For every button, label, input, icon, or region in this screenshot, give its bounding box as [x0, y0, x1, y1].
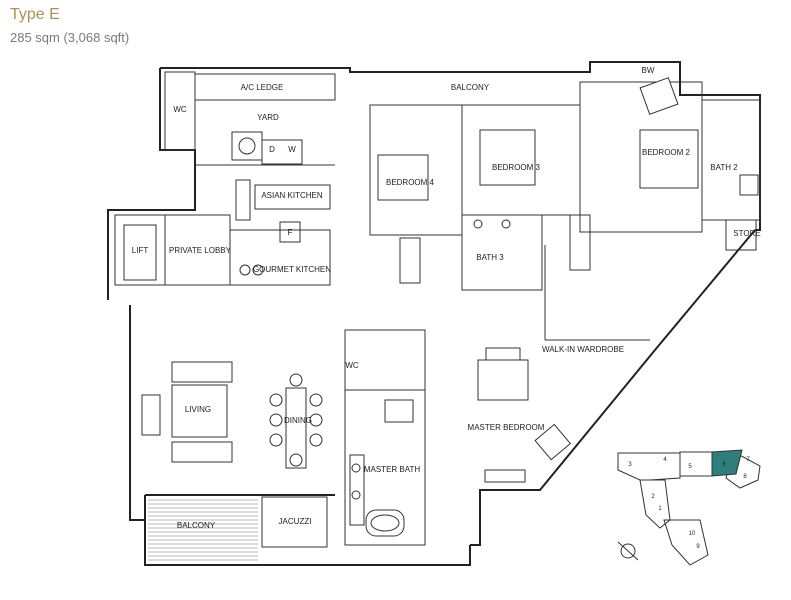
lift-label: LIFT	[132, 246, 149, 255]
service-area	[114, 71, 336, 286]
key-unit-7: 7	[746, 457, 750, 463]
key-unit-10: 10	[689, 531, 696, 537]
bedroom-block	[369, 77, 761, 291]
bedroom-2-label: BEDROOM 2	[642, 148, 691, 157]
yard-label: YARD	[257, 113, 279, 122]
master-bath-label: MASTER BATH	[364, 465, 421, 474]
unit-area: 285 sqm (3,068 sqft)	[10, 30, 130, 45]
balcony-bottom-label: BALCONY	[177, 521, 216, 530]
key-unit-4: 4	[663, 457, 667, 463]
bath-2-label: BATH 2	[710, 163, 738, 172]
master-suite	[344, 245, 650, 546]
living-dining	[141, 361, 328, 548]
store-label: STORE	[733, 229, 760, 238]
ac-ledge-label: A/C LEDGE	[241, 83, 284, 92]
fridge-label: F	[288, 228, 293, 237]
master-wc-label: WC	[345, 361, 359, 370]
master-bedroom-label: MASTER BEDROOM	[468, 423, 545, 432]
bw-label: BW	[642, 66, 655, 75]
key-unit-1: 1	[658, 506, 662, 512]
dryer-label: D	[269, 145, 275, 154]
north-arrow-icon	[617, 541, 639, 561]
highlighted-unit	[711, 449, 743, 477]
private-lobby-label: PRIVATE LOBBY	[169, 246, 232, 255]
gourmet-kitchen-label: GOURMET KITCHEN	[253, 265, 331, 274]
living-label: LIVING	[185, 405, 211, 414]
washer-label: W	[288, 145, 296, 154]
balcony-decking	[148, 499, 258, 561]
balcony-top-label: BALCONY	[451, 83, 490, 92]
key-unit-8: 8	[743, 474, 747, 480]
bath-3-label: BATH 3	[476, 253, 504, 262]
wc-label: WC	[173, 105, 187, 114]
bedroom-3-label: BEDROOM 3	[492, 163, 541, 172]
key-unit-5: 5	[688, 464, 692, 470]
bedroom-4-label: BEDROOM 4	[386, 178, 435, 187]
key-plan: 3 4 5 6 7 8 2 1 10 9	[617, 449, 761, 566]
key-unit-6: 6	[722, 462, 726, 468]
key-unit-9: 9	[696, 544, 700, 550]
unit-type-title: Type E	[10, 6, 60, 23]
jacuzzi-label: JACUZZI	[279, 517, 312, 526]
dining-label: DINING	[284, 416, 312, 425]
key-unit-3: 3	[628, 462, 632, 468]
asian-kitchen-label: ASIAN KITCHEN	[261, 191, 323, 200]
key-unit-2: 2	[651, 494, 655, 500]
walk-in-wardrobe-label: WALK-IN WARDROBE	[542, 345, 624, 354]
